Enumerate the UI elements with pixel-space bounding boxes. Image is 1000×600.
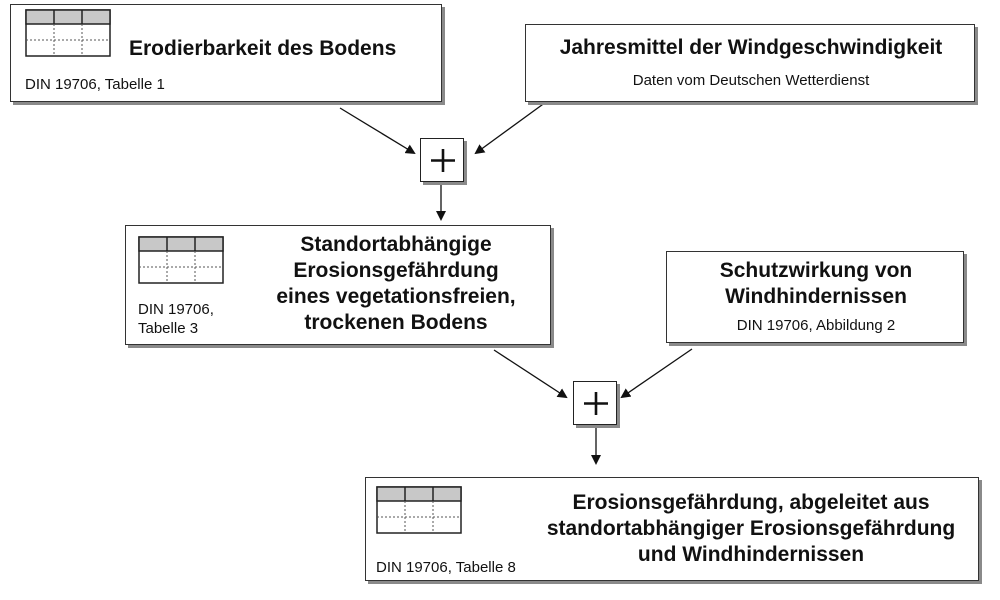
box-schutzwirkung: Schutzwirkung von Windhindernissen DIN 1…	[666, 251, 964, 343]
box-ergebnis: Erosionsgefährdung, abgeleitet aus stand…	[365, 477, 979, 581]
plus-operator	[573, 381, 617, 425]
box-title: Schutzwirkung von Windhindernissen	[667, 258, 965, 310]
title-line: eines vegetationsfreien,	[276, 285, 516, 308]
table-icon	[25, 9, 111, 57]
box-erodierbarkeit: Erodierbarkeit des Bodens DIN 19706, Tab…	[10, 4, 442, 102]
title-line: Erosionsgefährdung, abgeleitet aus	[572, 491, 930, 514]
box-source: Daten vom Deutschen Wetterdienst	[632, 72, 870, 89]
box-title: Erosionsgefährdung, abgeleitet aus stand…	[526, 490, 976, 568]
title-line: Erosionsgefährdung	[293, 259, 499, 282]
table-icon	[138, 236, 224, 284]
table-icon	[376, 486, 462, 534]
title-line: Standortabhängige	[300, 233, 492, 256]
box-source: DIN 19706, Abbildung 2	[736, 317, 896, 334]
plus-operator	[420, 138, 464, 182]
source-line: DIN 19706,	[138, 301, 214, 318]
arrow-schutzwirkung-to-plus2	[620, 348, 693, 399]
plus-icon	[584, 392, 608, 415]
box-standortabhaengige-erosionsgefaehrdung: Standortabhängige Erosionsgefährdung ein…	[125, 225, 551, 345]
title-line: trockenen Bodens	[304, 311, 488, 334]
title-line: Windhindernissen	[725, 285, 907, 308]
plus-icon	[431, 149, 455, 172]
box-source: DIN 19706, Tabelle 8	[376, 559, 516, 576]
box-source: DIN 19706, Tabelle 3	[138, 300, 214, 338]
source-line: Tabelle 3	[138, 320, 199, 337]
arrow-erodierbarkeit-to-plus1	[339, 107, 416, 155]
title-line: und Windhindernissen	[637, 543, 865, 566]
box-title: Standortabhängige Erosionsgefährdung ein…	[251, 232, 541, 336]
title-line: Schutzwirkung von	[719, 259, 913, 282]
box-source: DIN 19706, Tabelle 1	[25, 76, 165, 93]
box-title: Jahresmittel der Windgeschwindigkeit	[559, 36, 943, 59]
arrow-standort-to-plus2	[493, 349, 568, 399]
title-line: standortabhängiger Erosionsgefährdung	[546, 517, 956, 540]
box-title: Erodierbarkeit des Bodens	[129, 37, 397, 60]
box-windgeschwindigkeit: Jahresmittel der Windgeschwindigkeit Dat…	[525, 24, 975, 102]
arrow-wind-to-plus1	[474, 101, 547, 155]
